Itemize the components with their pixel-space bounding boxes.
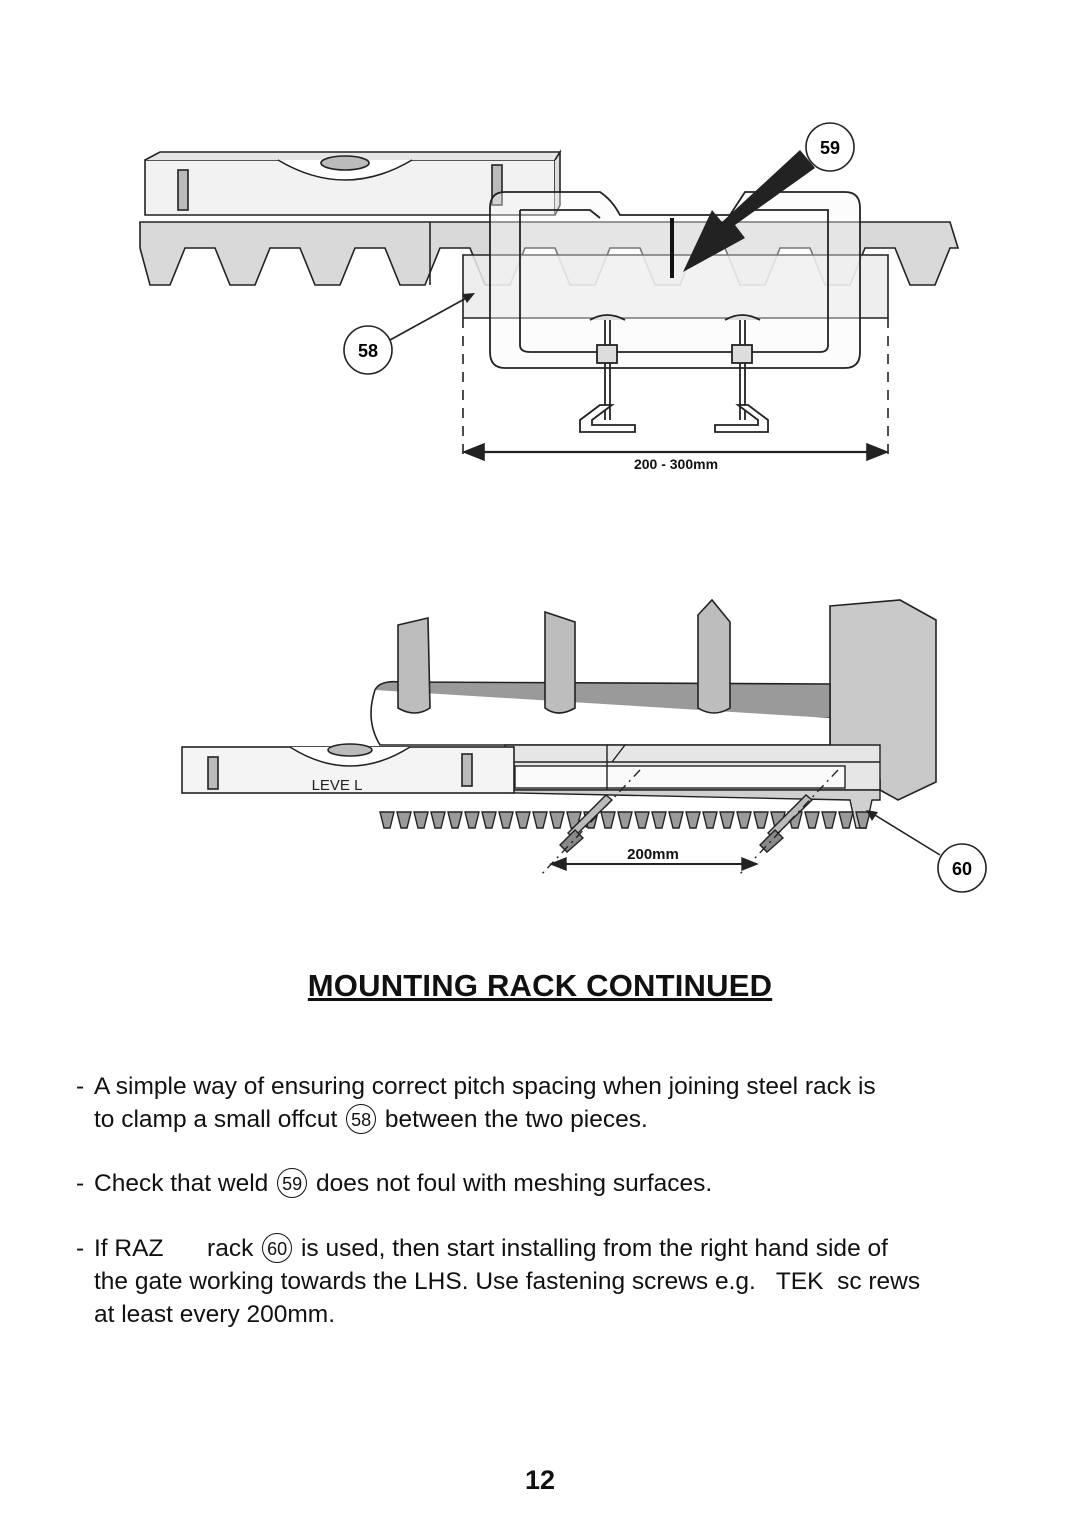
callout-58: 58 (343, 293, 475, 375)
page-heading: MOUNTING RACK CONTINUED (307, 968, 773, 1003)
instruction-line: If RAZ rack 60 is used, then start insta… (94, 1232, 1036, 1265)
svg-text:LEVE L: LEVE L (312, 777, 363, 794)
bullet-dash: - (76, 1170, 85, 1197)
instruction-raz-rack: - If RAZ rack 60 is used, then start ins… (76, 1232, 1036, 1331)
callout-59-inline: 59 (277, 1167, 308, 1198)
raz-rack-mounting-diagram: LEVE L 200mm 60 (181, 598, 987, 893)
page-number: 12 (524, 1465, 556, 1495)
instruction-line: at least every 200mm. (94, 1301, 336, 1328)
bullet-dash: - (76, 1073, 85, 1100)
instruction-line: A simple way of ensuring correct pitch s… (94, 1073, 876, 1100)
gate-frame (370, 598, 937, 801)
instruction-line: to clamp a small offcut 58 between the t… (94, 1103, 1036, 1136)
raz-rack (374, 744, 881, 829)
callout-60-inline: 60 (262, 1232, 293, 1263)
instruction-weld: - Check that weld 59 does not foul with … (76, 1167, 1036, 1200)
svg-text:60: 60 (952, 859, 972, 879)
g-clamp (489, 191, 861, 433)
dimension-200-300: 200 - 300mm (461, 318, 890, 472)
svg-text:59: 59 (820, 138, 840, 158)
spirit-level-top (144, 149, 562, 216)
dimension-200mm: 200mm (539, 769, 839, 877)
instruction-line: the gate working towards the LHS. Use fa… (94, 1268, 921, 1295)
bullet-dash: - (76, 1235, 85, 1262)
svg-text:58: 58 (358, 341, 378, 361)
callout-60: 60 (866, 810, 987, 893)
instruction-line: Check that weld 59 does not foul with me… (94, 1167, 1036, 1200)
callout-59: 59 (805, 122, 855, 172)
svg-text:200 - 300mm: 200 - 300mm (634, 456, 718, 472)
tek-screw-right (759, 794, 814, 853)
svg-text:200mm: 200mm (627, 846, 679, 863)
callout-58-inline: 58 (346, 1103, 377, 1134)
rack-joining-diagram: 59 58 200 - 300mm (139, 122, 960, 472)
instruction-offcut: - A simple way of ensuring correct pitch… (76, 1070, 1036, 1136)
spirit-level-bottom: LEVE L (181, 743, 515, 794)
weld-pointer (670, 150, 815, 278)
